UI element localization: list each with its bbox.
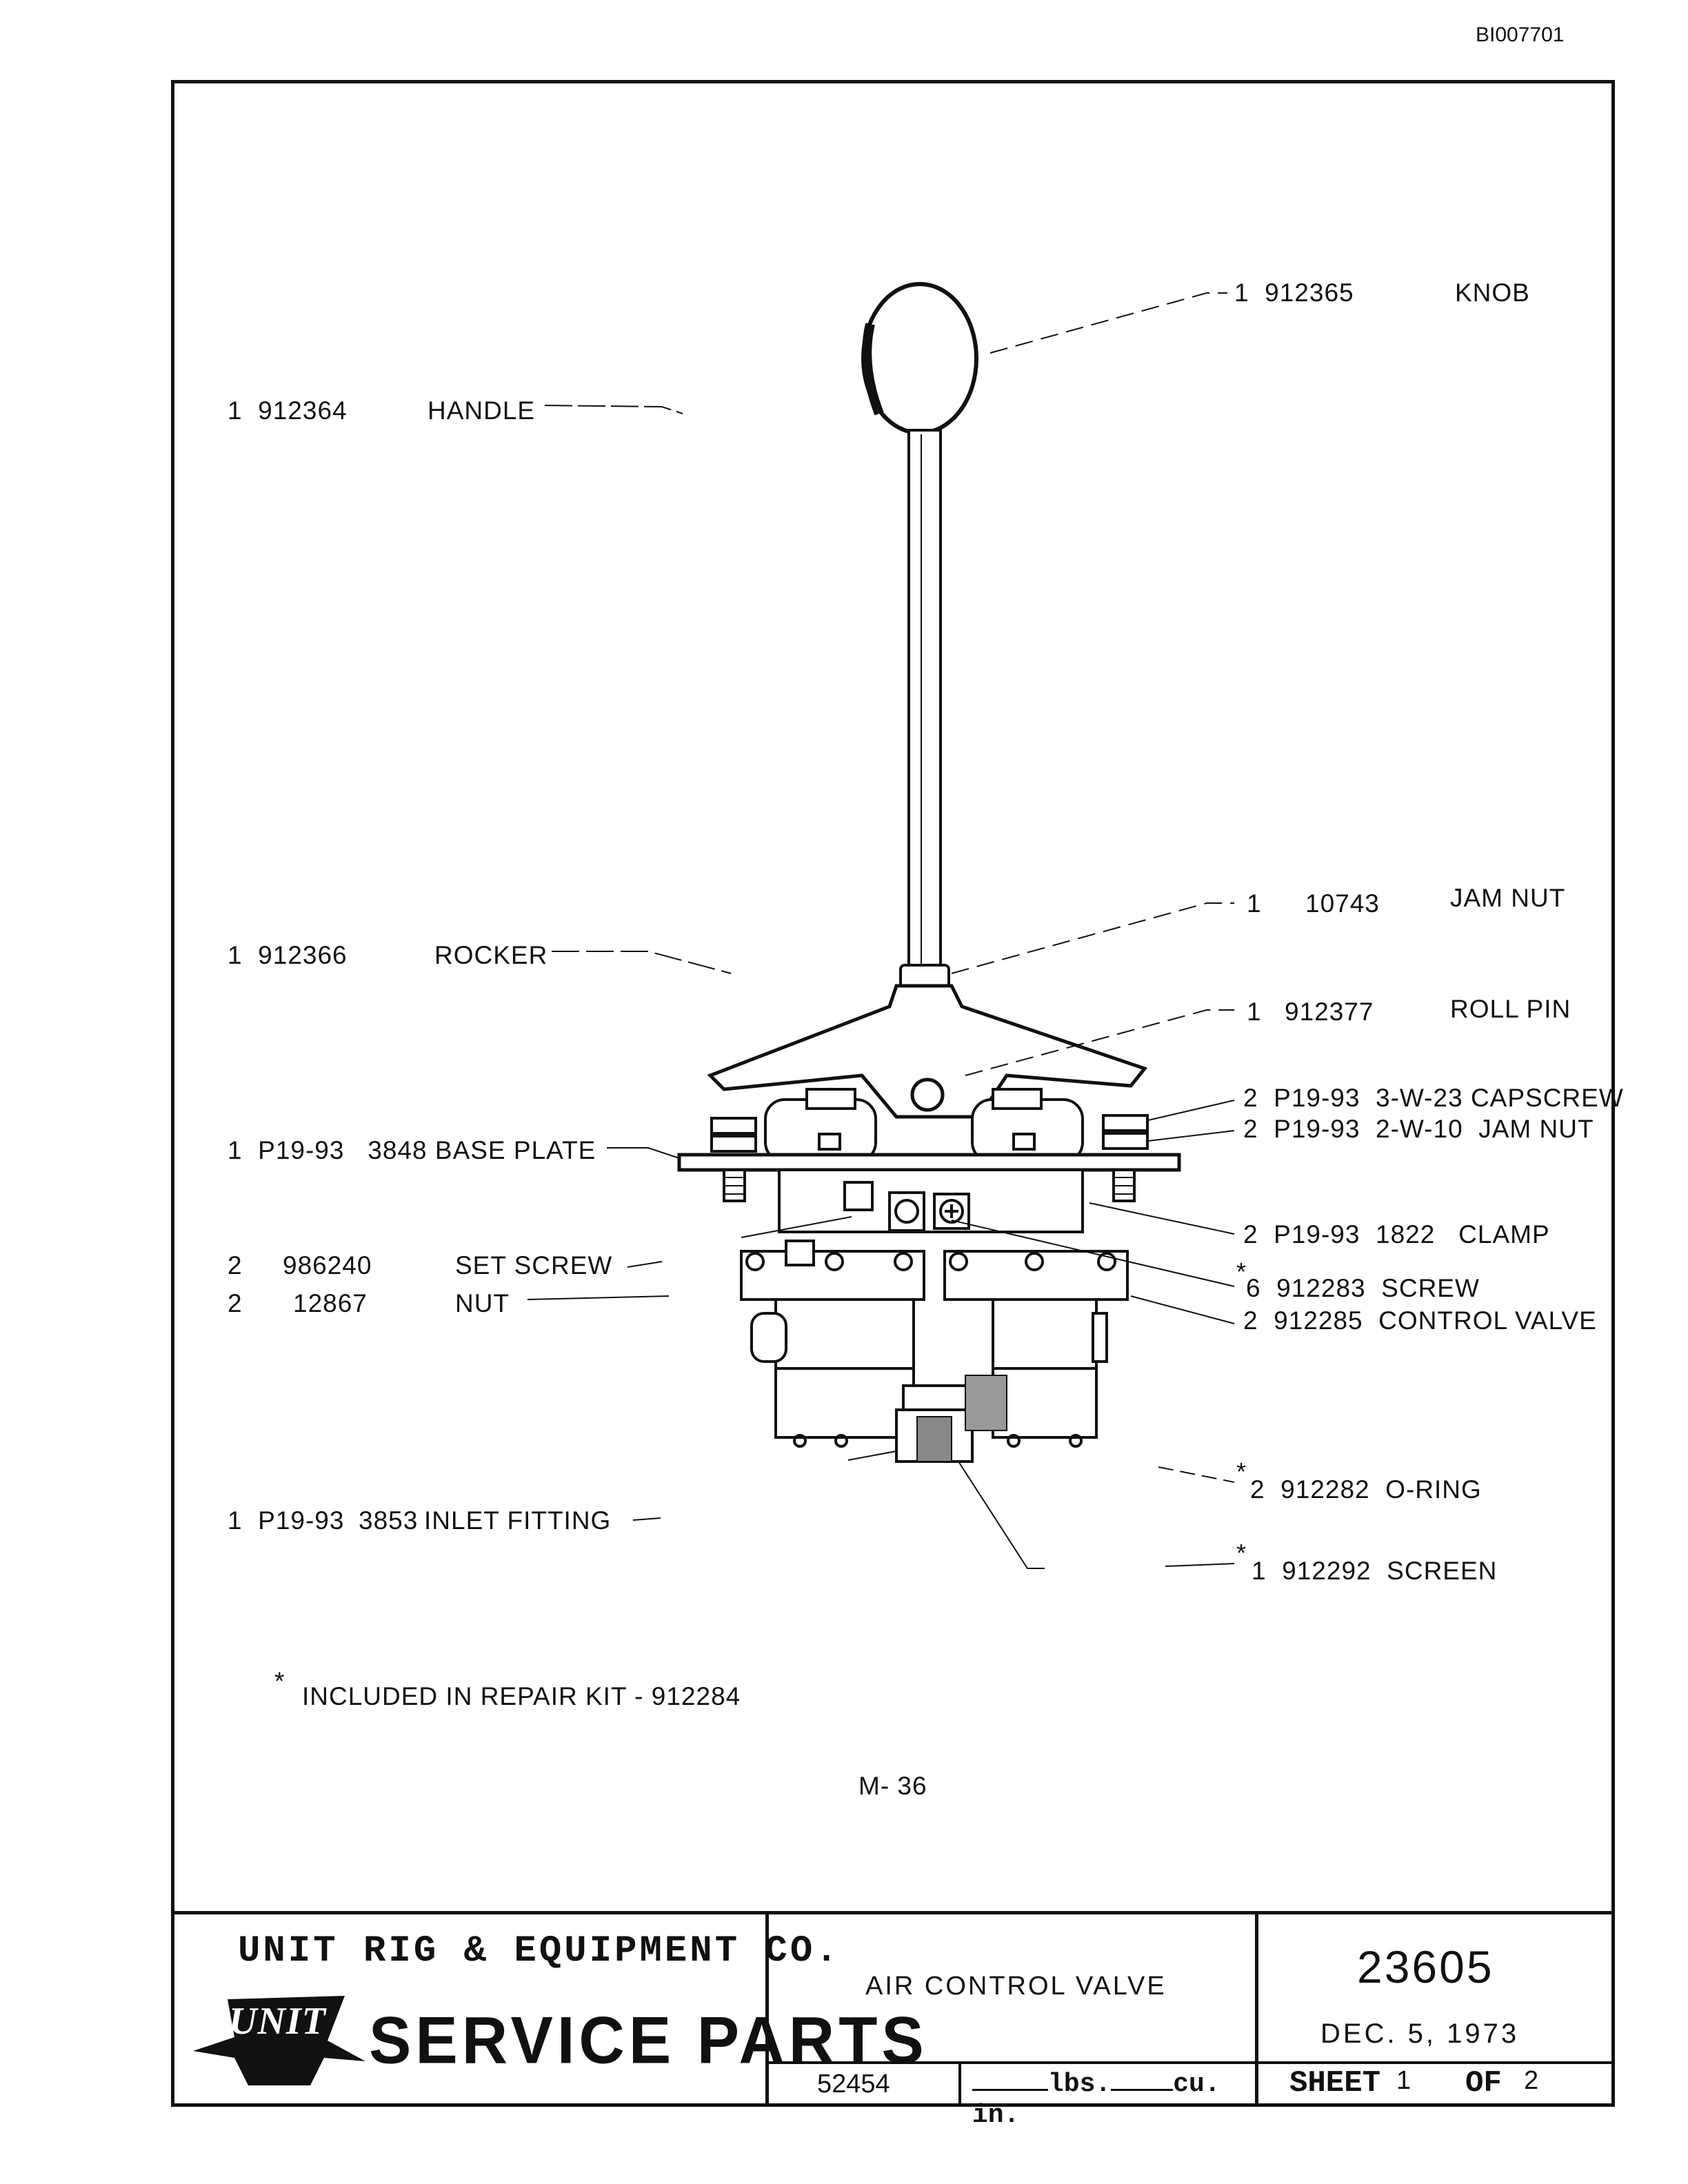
drawing-date: DEC. 5, 1973	[1320, 2019, 1520, 2049]
title-block-divider-1	[765, 1911, 769, 2107]
unit-rig-logo-icon	[193, 1996, 365, 2085]
repair-kit-note: * INCLUDED IN REPAIR KIT - 912284	[274, 1667, 741, 1710]
company-name: UNIT RIG & EQUIPMENT CO.	[238, 1930, 841, 1972]
drawing-frame	[171, 80, 1615, 2107]
label-screw: * 6 912283 SCREW	[1236, 1257, 1480, 1302]
sheet-total: 2	[1524, 2066, 1539, 2095]
drawing-title: AIR CONTROL VALVE	[865, 1972, 1167, 2001]
roll-pin-shape	[910, 1078, 945, 1112]
label-knob: 1 912365 KNOB	[1234, 279, 1530, 307]
clamp-shape	[740, 1250, 925, 1301]
label-capscrew: 2 P19-93 3-W-23 CAPSCREW	[1243, 1084, 1624, 1112]
title-block-mid-rule	[765, 2061, 1615, 2064]
label-control-valve: 2 912285 CONTROL VALVE	[1243, 1306, 1597, 1335]
label-roll-pin: 1 912377 ROLL PIN	[1247, 995, 1571, 1026]
logo-text: UNIT RIG	[229, 2000, 408, 2043]
label-base-plate: 1 P19-93 3848 BASE PLATE	[228, 1136, 596, 1164]
of-label: OF	[1465, 2066, 1502, 2101]
label-rocker: 1 912366 ROCKER	[228, 941, 548, 969]
label-jam-nut-2: 2 P19-93 2-W-10 JAM NUT	[1243, 1115, 1594, 1143]
sheet-number: 1	[1396, 2066, 1411, 2095]
ref-number: 52454	[817, 2070, 890, 2099]
label-nut: 2 12867 NUT	[228, 1289, 510, 1317]
department-name: SERVICE PARTS	[369, 2003, 928, 2078]
sheet-label: SHEET	[1289, 2066, 1381, 2101]
label-handle: 1 912364 HANDLE	[228, 396, 536, 425]
label-inlet-fitting: 1 P19-93 3853 INLET FITTING	[228, 1506, 612, 1535]
label-jam-nut: 1 10743 JAM NUT	[1247, 884, 1566, 918]
figure-id: M- 36	[858, 1772, 927, 1800]
document-id: BI007701	[1476, 23, 1565, 46]
weight-volume-field: lbs.cu. in.	[972, 2070, 1220, 2130]
title-block-divider-3	[958, 2061, 961, 2107]
label-set-screw: 2 986240 SET SCREW	[228, 1251, 613, 1280]
base-plate-shape	[677, 1153, 1181, 1172]
drawing-number: 23605	[1357, 1941, 1494, 1992]
label-clamp: 2 P19-93 1822 CLAMP	[1243, 1220, 1550, 1248]
label-screen: * 1 912292 SCREEN	[1236, 1539, 1498, 1585]
handle-shaft	[907, 429, 942, 969]
title-block-top-rule	[171, 1911, 1615, 1914]
rocker-shape	[707, 984, 1148, 1119]
label-o-ring: * 2 912282 O-RING	[1236, 1457, 1482, 1504]
title-block-divider-2	[1255, 1911, 1258, 2107]
